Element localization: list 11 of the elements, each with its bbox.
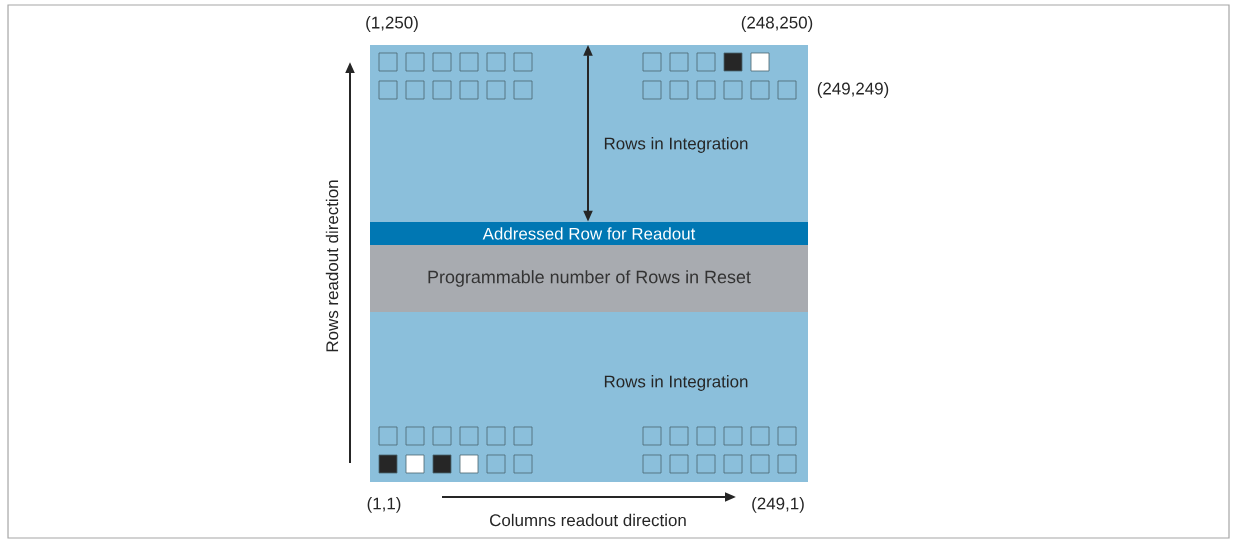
readout-row-band: Addressed Row for Readout <box>370 222 808 245</box>
region-label: Rows in Integration <box>604 137 748 153</box>
coordinate-label: (1,1) <box>367 497 401 513</box>
coordinate-label: (249,1) <box>752 497 804 513</box>
region-label: Rows in Integration <box>604 375 748 391</box>
reset-rows-band: Programmable number of Rows in Reset <box>370 245 808 312</box>
axis-label: Rows readout direction <box>325 180 339 352</box>
coordinate-label: (1,250) <box>366 16 418 32</box>
coordinate-label: (249,249) <box>817 82 889 98</box>
coordinate-label: (248,250) <box>741 16 813 32</box>
axis-label: Columns readout direction <box>490 513 686 527</box>
